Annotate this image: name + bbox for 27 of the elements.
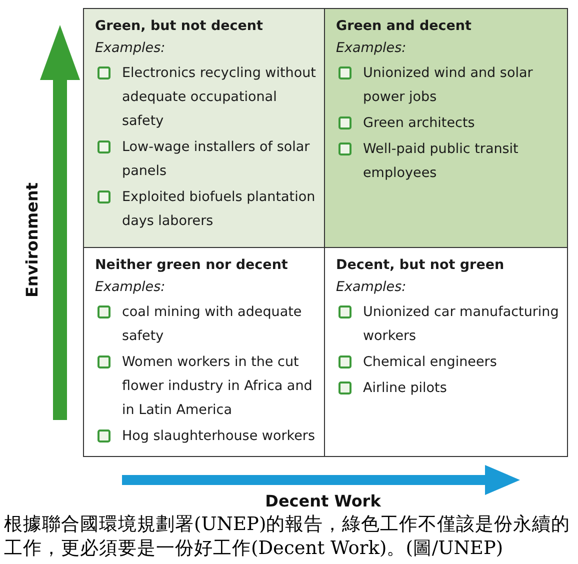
caption: 根據聯合國環境規劃署(UNEP)的報告，綠色工作不僅該是份永續的工作，更必須要是一份好工作(Decent Work)。(圖/UNEP)	[4, 513, 572, 561]
example-item: Unionized wind and solar power jobs	[363, 64, 534, 107]
example-item: Low-wage installers of solar panels	[122, 138, 311, 181]
axis-label: Environment	[22, 182, 42, 298]
example-item: Unionized car manufacturing workers	[363, 303, 559, 346]
quadrant-box	[83, 247, 325, 457]
example-item: Hog slaughterhouse workers	[122, 427, 316, 446]
example-item: Women workers in the cut flower industry in Africa and in Latin America	[122, 353, 314, 420]
example-item: Airline pilots	[363, 379, 448, 398]
quadrant-heading: Neither green nor decent	[95, 256, 288, 275]
examples-label: Examples:	[95, 278, 166, 297]
quadrant-box	[324, 8, 568, 248]
quadrant-heading: Green and decent	[336, 17, 472, 36]
examples-label: Examples:	[336, 39, 406, 58]
examples-label: Examples:	[95, 39, 166, 58]
example-item: Well-paid public transit employees	[363, 140, 520, 183]
example-item: Green architects	[363, 114, 476, 133]
example-item: coal mining with adequate safety	[122, 303, 303, 346]
quadrant-heading: Green, but not decent	[95, 17, 263, 36]
example-item: Exploited biofuels plantation days laborers	[122, 188, 316, 231]
example-item: Chemical engineers	[363, 353, 498, 372]
quadrant-heading: Decent, but not green	[336, 256, 504, 275]
quadrant-box	[83, 8, 325, 248]
quadrant-box	[324, 247, 568, 457]
example-item: Electronics recycling without adequate occupational safety	[122, 64, 316, 131]
axis-label: Decent Work	[265, 492, 381, 510]
examples-label: Examples:	[336, 278, 406, 297]
